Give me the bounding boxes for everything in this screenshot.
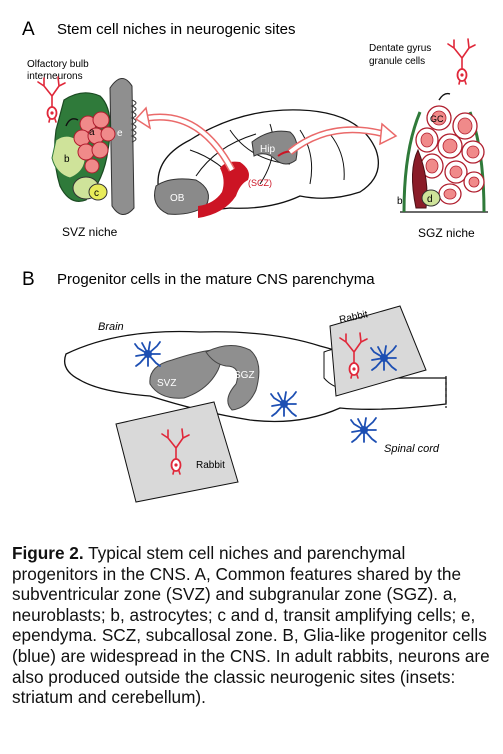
dentate-label-line1: Dentate gyrus — [369, 43, 431, 54]
glia-progenitor-3 — [350, 417, 377, 443]
panel-b-title: Progenitor cells in the mature CNS paren… — [57, 271, 375, 288]
panel-a-letter: A — [22, 19, 35, 40]
cell-label-b-sgz: b — [397, 196, 403, 207]
figure-illustration: A Stem cell niches in neurogenic sites O… — [22, 19, 488, 503]
brain-label-svz: SVZ — [157, 378, 176, 389]
sgz-niche-label: SGZ niche — [418, 226, 475, 240]
granule-neuron — [447, 38, 476, 85]
figure-caption: Figure 2. Typical stem cell niches and p… — [12, 543, 494, 708]
dentate-label-line2: granule cells — [369, 56, 425, 67]
cell-label-c: c — [94, 188, 99, 199]
brain-label-hip: Hip — [260, 144, 275, 155]
brain-label-ob: OB — [170, 193, 185, 204]
inset-bottom: Rabbit — [115, 401, 239, 503]
inset-bottom-label: Rabbit — [196, 460, 225, 471]
figure-label: Figure 2. — [12, 543, 84, 563]
spinal-cord-label: Spinal cord — [384, 443, 440, 455]
panel-b-letter: B — [22, 269, 35, 290]
cell-label-d: d — [427, 194, 433, 205]
sgz-niche-drawing: GC d b — [397, 38, 488, 213]
brain-label: Brain — [98, 321, 124, 333]
cell-label-gc: GC — [430, 114, 444, 124]
cell-label-b-svz: b — [64, 154, 70, 165]
panel-a-title: Stem cell niches in neurogenic sites — [57, 21, 295, 38]
brain-label-sgz: SGZ — [234, 370, 255, 381]
inset-top: Rabbit — [329, 305, 427, 397]
caption-text: Typical stem cell niches and parenchymal… — [12, 543, 490, 708]
svz-niche-label: SVZ niche — [62, 225, 118, 239]
olfactory-label-line1: Olfactory bulb — [27, 59, 89, 70]
olfactory-label-line2: interneurons — [27, 71, 83, 82]
brain-label-scz: (SCZ) — [248, 178, 272, 188]
cell-label-e: e — [117, 128, 123, 139]
cell-label-a: a — [89, 127, 95, 138]
svz-niche-drawing: e c b a — [37, 76, 137, 215]
